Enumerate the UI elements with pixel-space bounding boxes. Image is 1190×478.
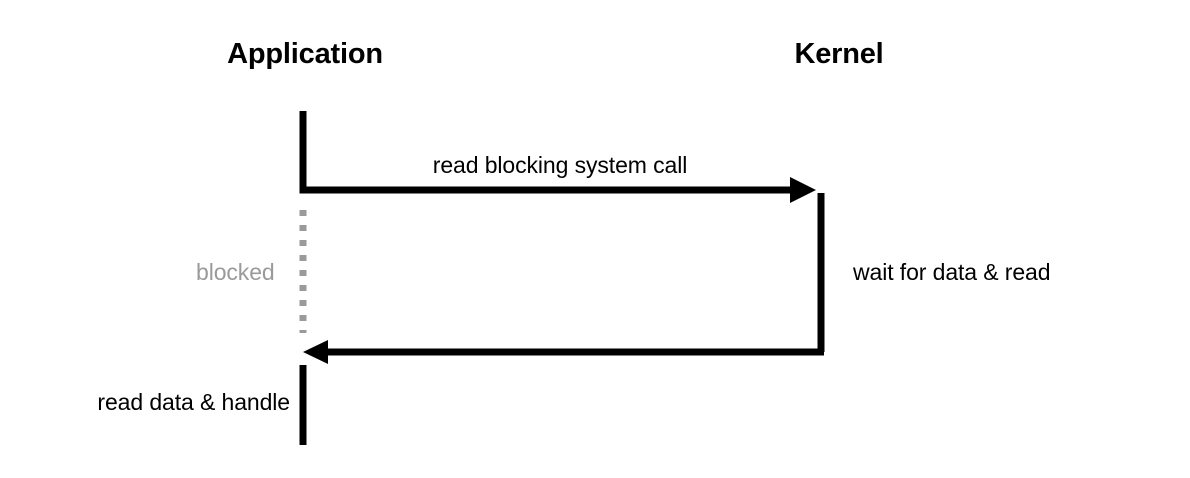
- request-arrow: [299, 177, 816, 203]
- request-arrow-head: [790, 177, 816, 203]
- application-bottom-lifeline-bar: [299, 365, 307, 445]
- response-arrow: [303, 340, 824, 364]
- application-top-lifeline-bar: [299, 111, 307, 193]
- lane-title-application: Application: [227, 38, 383, 70]
- kernel-lifeline-bar: [817, 193, 825, 352]
- activity-label-wait-for-data-and-read: wait for data & read: [853, 259, 1051, 285]
- state-label-blocked: blocked: [196, 259, 275, 285]
- message-label-read-blocking-system-call: read blocking system call: [432, 152, 688, 178]
- request-arrow-shaft: [299, 186, 794, 194]
- lane-title-kernel: Kernel: [794, 38, 884, 70]
- response-arrow-head: [303, 340, 328, 364]
- activity-label-read-data-and-handle: read data & handle: [97, 389, 290, 415]
- response-arrow-shaft: [326, 348, 824, 356]
